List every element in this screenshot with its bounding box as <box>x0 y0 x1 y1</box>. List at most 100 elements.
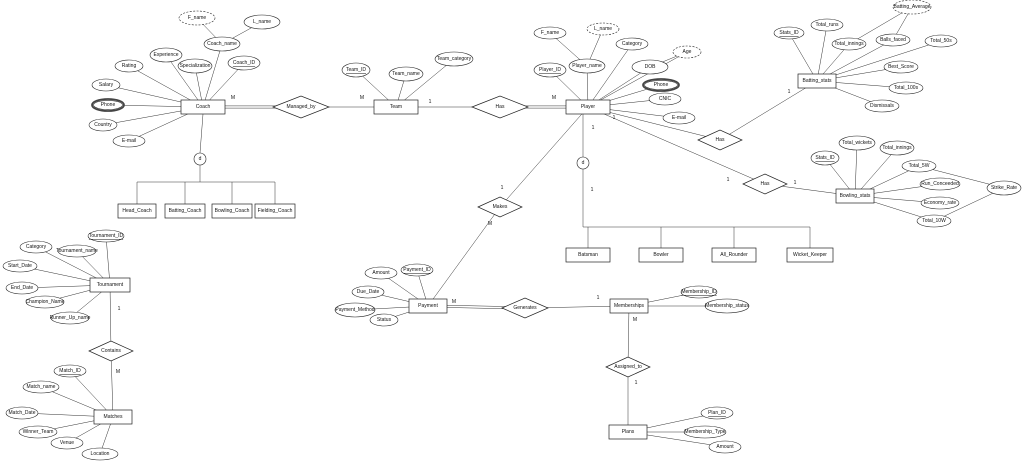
attribute-bowl-economy-label: Economy_rate <box>924 200 956 206</box>
connector-line <box>110 350 114 418</box>
attribute-player-fname <box>533 26 567 40</box>
attribute-mem-status <box>704 298 750 314</box>
connector-line <box>199 113 204 154</box>
attribute-coach-id <box>227 55 261 71</box>
cardinality-c-player-spec: 1 <box>592 125 595 131</box>
entity-batting-stats-label: Batting_stats <box>803 78 832 84</box>
attribute-coach-phone-inner <box>93 100 123 110</box>
attribute-bat-total-50s-label: Total_50s <box>930 38 952 44</box>
attribute-link-bowl-total-innings <box>854 147 898 197</box>
cardinality-c-team-managed: M <box>360 95 364 101</box>
attribute-pay-status <box>369 313 399 327</box>
attribute-bowl-total-10w-label: Total_10W <box>922 218 946 224</box>
attribute-match-date-label: Match_Date <box>9 410 36 416</box>
attribute-player-category-label: Category <box>622 41 643 47</box>
attribute-bowl-strike-rate-label: Strike_Rate <box>991 185 1017 191</box>
attribute-coach-email <box>112 134 146 148</box>
attribute-link-match-id <box>69 370 114 418</box>
entity-fielding-coach-label: Fielding_Coach <box>258 208 293 214</box>
attribute-plan-type <box>683 425 727 439</box>
attribute-player-lname-label: L_name <box>594 26 612 32</box>
attribute-player-name-label: Player_name <box>572 63 602 69</box>
entity-batting-coach <box>164 203 206 219</box>
attribute-coach-phone-label: Phone <box>101 102 116 108</box>
connector-lines <box>19 6 1005 455</box>
cardinality-c-tour-contains: 1 <box>118 306 121 312</box>
attribute-match-date <box>5 406 39 420</box>
attribute-coach-rating <box>114 59 144 73</box>
attribute-coach-fname-label: F_name <box>188 15 207 21</box>
attribute-mem-status-label: Membership_status <box>705 303 749 309</box>
attribute-bat-avg <box>892 0 932 15</box>
attribute-tour-category <box>19 240 53 254</box>
attribute-plan-type-label: Membership_Type <box>684 429 725 435</box>
entity-bowling-stats <box>835 188 875 204</box>
attribute-bowl-economy <box>920 196 960 210</box>
cardinality-c-player-has: M <box>552 95 556 101</box>
attribute-link-player-category <box>587 43 633 108</box>
entity-tournament-label: Tournament <box>97 282 124 288</box>
entity-bowler-label: Bowler <box>653 252 669 258</box>
attribute-player-cnic <box>648 92 682 106</box>
connector-line <box>499 106 589 208</box>
connector-line <box>587 106 766 185</box>
cardinality-c-bowling-has: 1 <box>794 180 797 186</box>
attribute-player-fname-label: F_name <box>541 30 560 36</box>
attribute-pay-id-label: Payment_ID <box>403 267 431 273</box>
entity-all-rounder <box>711 247 757 263</box>
relationship-has-bowling-label: Has <box>761 181 770 187</box>
attribute-match-location-label: Location <box>91 451 110 457</box>
attribute-link-player-age <box>587 51 688 108</box>
relationship-managed-by <box>272 95 330 119</box>
entity-matches-label: Matches <box>104 414 123 420</box>
attribute-bat-total-runs-label: Total_runs <box>815 22 839 28</box>
attribute-bowl-total-wickets <box>838 135 876 151</box>
cardinality-c-player-batting: 1 <box>613 115 616 121</box>
entity-matches <box>93 409 133 425</box>
attribute-bowl-total-innings-label: Total_innings <box>882 145 912 151</box>
attribute-coach-fname <box>178 10 216 26</box>
entity-coach <box>180 99 226 115</box>
attribute-tour-runner-label: Runner_Up_name <box>50 315 91 321</box>
entity-batting-coach-label: Batting_Coach <box>169 208 202 214</box>
attribute-pay-status-label: Status <box>377 317 392 323</box>
attribute-pay-due <box>351 285 385 299</box>
attribute-bowl-total-5w-label: Total_5W <box>909 163 930 169</box>
attribute-player-dob-label: DOB <box>645 64 657 70</box>
attribute-player-lname <box>586 22 620 36</box>
attribute-player-id-label: Player_ID <box>539 67 561 73</box>
entity-player-label: Player <box>581 104 596 110</box>
relationship-has-batting-label: Has <box>716 137 725 143</box>
cardinality-c-batting-has: 1 <box>788 89 791 95</box>
connector-line <box>719 80 818 141</box>
cardinality-c-assigned-plans: 1 <box>635 380 638 386</box>
attribute-coach-name-label: Coach_name <box>207 41 237 47</box>
attribute-link-bat-total-50s <box>816 40 942 82</box>
attribute-tour-champion <box>25 295 65 309</box>
attribute-pay-amount <box>364 266 398 280</box>
attribute-bowl-runs-conceded-label: Run_Conceeded <box>921 181 959 187</box>
attribute-plan-id <box>700 406 734 420</box>
attribute-link-coach-name <box>202 43 223 108</box>
attribute-player-cnic-label: CNIC <box>659 96 672 102</box>
attribute-tour-id <box>87 229 125 243</box>
attribute-coach-id-label: Coach_ID <box>233 60 256 66</box>
entity-wicket-keeper <box>786 247 834 263</box>
entity-coach-label: Coach <box>196 104 211 110</box>
connector-line <box>848 6 913 45</box>
attribute-bowl-total-5w <box>901 159 937 173</box>
attribute-bat-total-innings <box>831 37 867 51</box>
attribute-bat-total-50s <box>924 34 958 48</box>
relationship-has-team-player <box>471 95 529 119</box>
cardinality-c-contains-matches: M <box>116 369 120 375</box>
attribute-tour-name <box>57 244 97 258</box>
attribute-link-bat-stats-id <box>788 32 818 82</box>
entity-tournament <box>89 277 131 293</box>
attribute-bat-stats-id-label: Stats_ID <box>779 30 799 36</box>
attribute-tour-name-label: Tournament_name <box>56 248 98 254</box>
attribute-bat-balls-faced <box>875 33 911 47</box>
attribute-match-id-label: Match_ID <box>59 368 81 374</box>
attribute-coach-rating-label: Rating <box>122 63 137 69</box>
